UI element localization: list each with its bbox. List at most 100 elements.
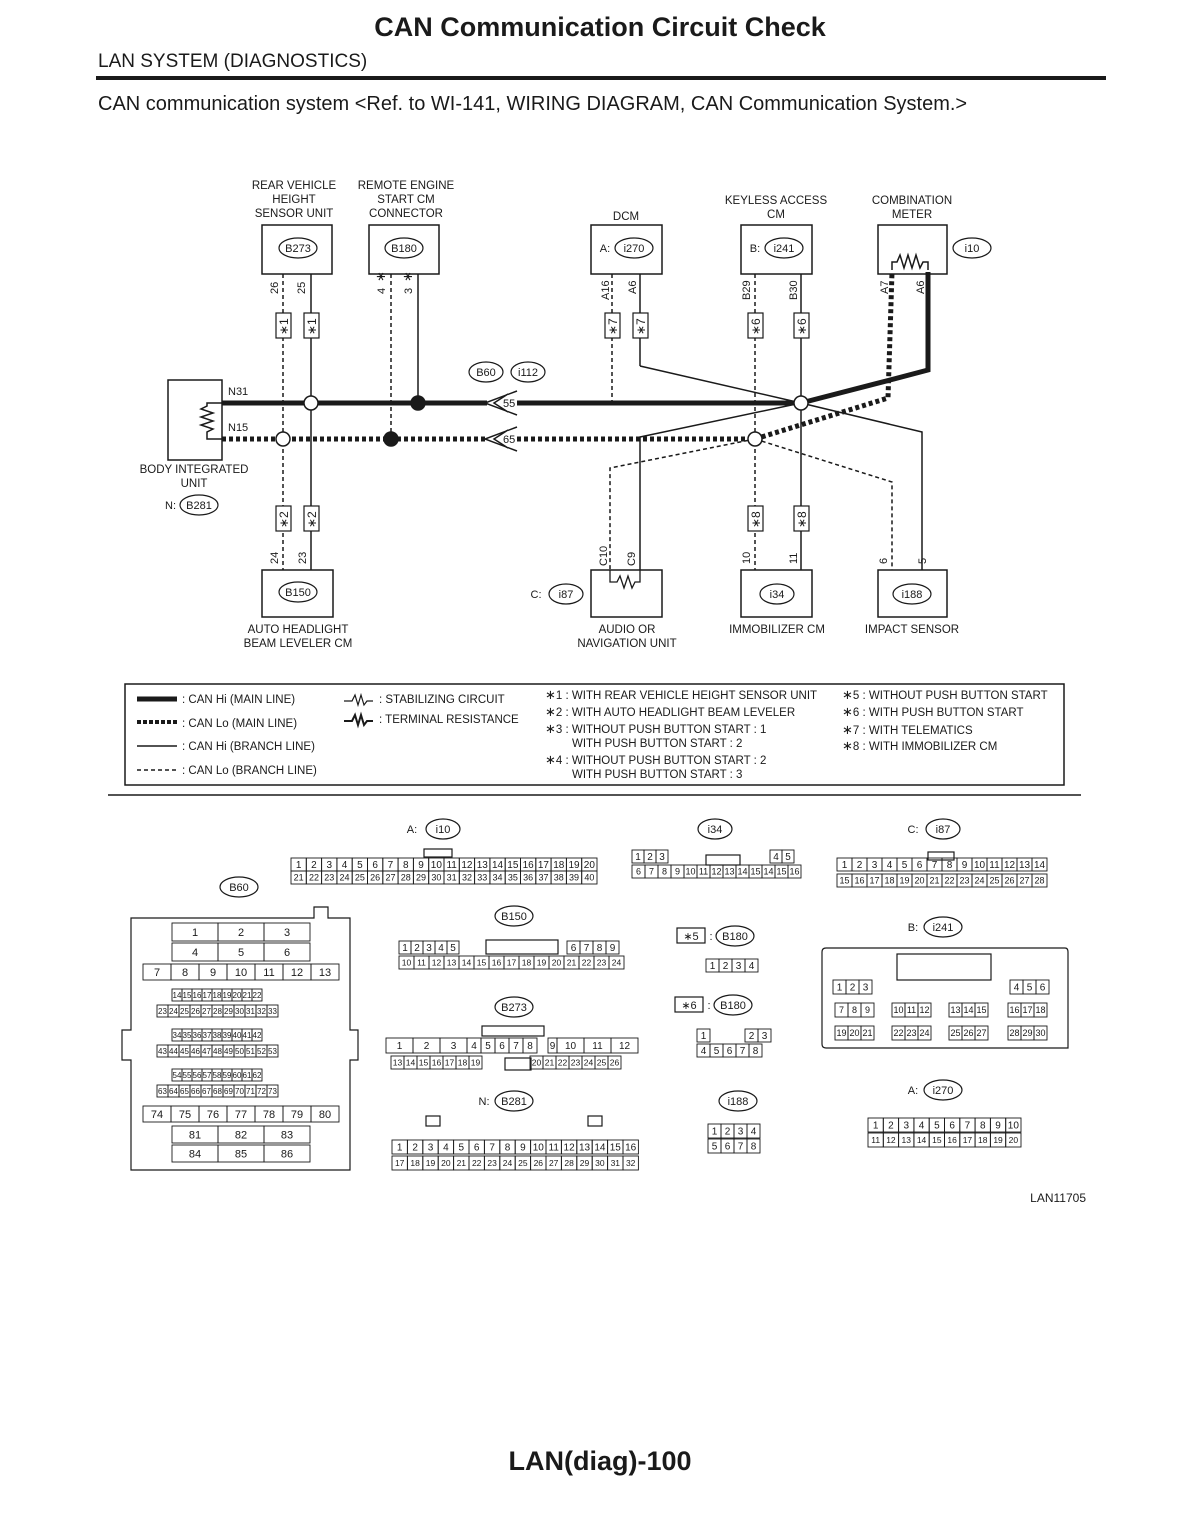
junction-dot: [793, 395, 809, 411]
rear-height-label-2: HEIGHT: [272, 194, 315, 206]
pin-number: 39: [223, 1031, 232, 1040]
pin-number: 16: [854, 876, 864, 886]
pin-number: 2: [888, 1121, 894, 1132]
pin-number: 38: [554, 873, 564, 883]
b180-5-pinout-name: B180: [722, 931, 748, 943]
pin-number: 4: [443, 1143, 449, 1154]
i34-connector-oval: [759, 583, 795, 605]
i270-connector-oval: [614, 237, 654, 259]
pin-number: 5: [1027, 983, 1033, 994]
pin-number: 81: [189, 1129, 201, 1141]
pin-cell: [251, 1028, 263, 1042]
mark-immobilizer-1: ∗8: [749, 511, 763, 528]
pin-number: 4: [471, 1041, 477, 1052]
audio-label-1: AUDIO OR: [599, 624, 656, 636]
pin-number: 9: [520, 1143, 526, 1154]
pin-number: 18: [410, 1158, 420, 1168]
pin-number: 11: [592, 1041, 603, 1052]
pin-number: 3: [872, 860, 878, 871]
pin-cell: [974, 1002, 989, 1018]
pin-number: 7: [154, 967, 160, 979]
pin-number: 28: [213, 1007, 222, 1016]
keyless-label-1: KEYLESS ACCESS: [725, 195, 828, 207]
pin-number: 20: [584, 860, 596, 871]
pin-number: 20: [441, 1158, 451, 1168]
pin-cell: [746, 1123, 761, 1139]
b150-connector-oval: [278, 581, 318, 603]
pin-number: 25: [950, 1028, 960, 1038]
pin-number: 78: [263, 1109, 275, 1121]
pin-cell: [1033, 1002, 1048, 1018]
junction-dot: [747, 431, 763, 447]
pin-cell: [1035, 979, 1050, 995]
pin-number: 8: [403, 860, 409, 871]
pin-number: 15: [507, 860, 519, 871]
pin-number: 8: [947, 860, 953, 871]
pin-number: 28: [1009, 1028, 1019, 1038]
pin-number: 10: [235, 967, 247, 979]
pin-number: 21: [545, 1058, 555, 1068]
pin-number: 4: [919, 1121, 925, 1132]
pin-number: 27: [1019, 876, 1029, 886]
body-prefix: N:: [165, 500, 176, 512]
pin-number: 13: [477, 860, 489, 871]
pin-number: 16: [193, 991, 202, 1000]
pin-number: 27: [976, 1028, 986, 1038]
meter-pin-1: A7: [879, 281, 891, 294]
pin-number: 50: [235, 1047, 244, 1056]
pin-number: 8: [753, 1046, 759, 1057]
pin-number: 17: [963, 1135, 973, 1145]
pin-number: 15: [610, 1143, 622, 1154]
pin-number: 52: [257, 1047, 266, 1056]
pin-number: 63: [158, 1087, 167, 1096]
pin-number: 57: [203, 1071, 212, 1080]
joint-connector-symbol: [482, 390, 518, 452]
pin-number: 5: [238, 947, 244, 959]
b273-pinout-name: B273: [501, 1002, 527, 1014]
body-line-lo: N15: [228, 422, 248, 434]
b273-connector-oval: [278, 237, 318, 259]
audio-label-2: NAVIGATION UNIT: [577, 638, 676, 650]
pin-number: 29: [416, 873, 426, 883]
pin-number: 37: [203, 1031, 212, 1040]
pin-number: 84: [189, 1148, 201, 1160]
pin-number: 12: [432, 958, 442, 968]
pin-number: 2: [311, 860, 317, 871]
body-label-2: UNIT: [181, 478, 208, 490]
keyless-prefix: B:: [750, 243, 760, 255]
b281-prefix: N:: [479, 1096, 490, 1108]
audio-unit-box: [590, 569, 663, 618]
pin-number: 5: [357, 860, 363, 871]
pin-number: 14: [917, 1135, 927, 1145]
pin-number: 1: [402, 943, 408, 954]
pin-cell: [251, 1068, 263, 1082]
b180-5-mark: ∗5: [683, 931, 698, 943]
pin-number: 16: [1009, 1005, 1019, 1015]
b180-connector-text: B180: [391, 243, 417, 255]
i10-connector-text: i10: [965, 243, 980, 255]
pin-number: 16: [523, 860, 535, 871]
pin-number: 6: [499, 1041, 505, 1052]
pin-number: 23: [571, 1058, 581, 1068]
pin-number: 19: [993, 1135, 1003, 1145]
pin-number: 24: [919, 1028, 929, 1038]
pin-number: 20: [849, 1028, 859, 1038]
b281-pinout-name: B281: [501, 1096, 527, 1108]
audio-prefix: C:: [531, 589, 542, 601]
pin-number: 77: [235, 1109, 247, 1121]
pin-number: 54: [173, 1071, 182, 1080]
pin-cell: [781, 849, 795, 864]
pin-number: 27: [385, 873, 395, 883]
note-2: ∗2 : WITH AUTO HEADLIGHT BEAM LEVELER: [545, 704, 795, 719]
pin-number: 9: [962, 860, 968, 871]
note-7: ∗7 : WITH TELEMATICS: [842, 722, 973, 737]
page-number: LAN(diag)-100: [508, 1446, 692, 1476]
pin-number: 13: [1019, 860, 1031, 871]
headlight-unit-box: [261, 569, 334, 618]
pin-number: 1: [192, 927, 198, 939]
pin-number: 20: [552, 958, 562, 968]
pin-number: 79: [291, 1109, 303, 1121]
pin-number: 1: [837, 983, 843, 994]
b150-pinout-name: B150: [501, 911, 527, 923]
pin-number: 12: [1004, 860, 1016, 871]
